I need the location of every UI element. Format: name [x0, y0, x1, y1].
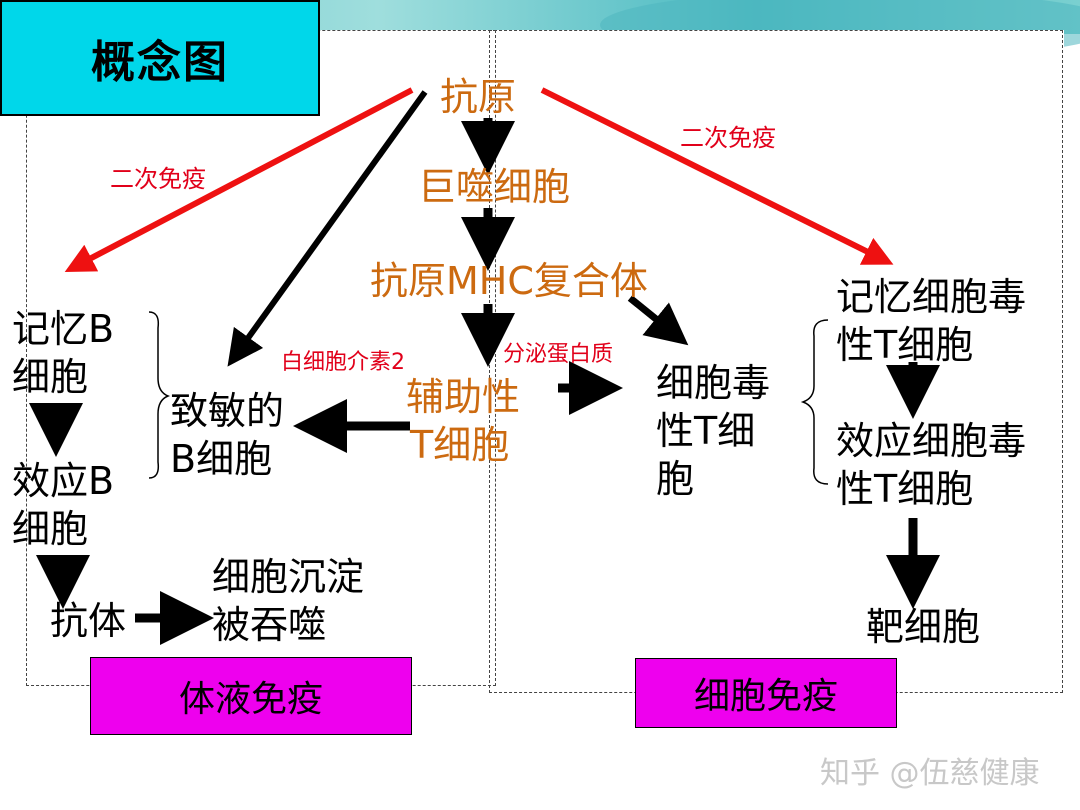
- page-title: 概念图: [0, 0, 320, 116]
- node-cytotoxic-t-line2: 性T细: [656, 409, 756, 453]
- node-cytotoxic-t-line3: 胞: [656, 457, 695, 501]
- arrow-antigen-to-sensitized-b: [227, 90, 428, 367]
- node-effector-cytotoxic-t-line2: 性T细胞: [836, 467, 974, 511]
- cellular-immunity-box: 细胞免疫: [635, 658, 897, 728]
- node-cytotoxic-t-line1: 细胞毒: [656, 361, 771, 405]
- node-memory-cytotoxic-t-line1: 记忆细胞毒: [836, 275, 1027, 319]
- node-target-cell: 靶细胞: [866, 605, 981, 649]
- node-mhc-complex: 抗原MHC复合体: [370, 259, 648, 303]
- node-effector-cytotoxic-t-line1: 效应细胞毒: [836, 419, 1027, 463]
- node-sensitized-b-line1: 致敏的: [170, 389, 285, 433]
- node-sensitized-b-line2: B细胞: [170, 437, 273, 481]
- node-helper-t-line2: T细胞: [410, 423, 510, 467]
- node-sediment-line2: 被吞噬: [212, 603, 327, 647]
- node-effector-b-line2: 细胞: [12, 507, 89, 551]
- arrow-antigen-to-memory-b: [64, 87, 414, 272]
- label-secondary-immunity-right: 二次免疫: [680, 124, 776, 152]
- label-interleukin: 白细胞介素2: [281, 350, 405, 375]
- brace-left: [148, 311, 171, 479]
- arrow-mhc-to-cytotoxic-t: [627, 295, 689, 346]
- node-memory-b-line1: 记忆B: [12, 307, 115, 351]
- humoral-immunity-box: 体液免疫: [90, 657, 412, 735]
- node-antigen: 抗原: [440, 75, 517, 119]
- node-sediment-line1: 细胞沉淀: [212, 555, 365, 599]
- node-memory-cytotoxic-t-line2: 性T细胞: [836, 323, 974, 367]
- node-helper-t-line1: 辅助性: [406, 375, 521, 419]
- label-secretes-protein: 分泌蛋白质: [503, 342, 614, 367]
- brace-right: [800, 319, 829, 485]
- node-antibody: 抗体: [50, 599, 127, 643]
- node-macrophage: 巨噬细胞: [418, 165, 571, 209]
- node-effector-b-line1: 效应B: [12, 459, 115, 503]
- arrow-antigen-to-memory-t: [540, 87, 894, 265]
- node-memory-b-line2: 细胞: [12, 355, 89, 399]
- label-secondary-immunity-left: 二次免疫: [110, 165, 206, 193]
- watermark: 知乎 @伍慈健康: [820, 756, 1040, 791]
